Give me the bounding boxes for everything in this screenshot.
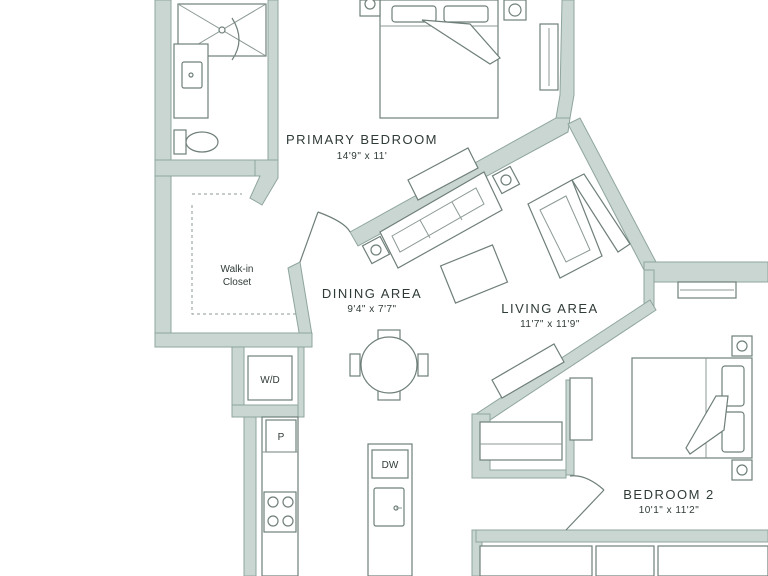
- cabinet-2: [595, 545, 655, 576]
- closet2-rod: [479, 421, 563, 461]
- wall-bed2-top: [643, 261, 768, 283]
- closet-door[interactable]: [299, 211, 351, 263]
- washer-dryer-label: W/D: [260, 375, 279, 386]
- burner-icon: [282, 496, 294, 508]
- bedroom-2: BEDROOM 2 10'1" x 11'2": [565, 281, 753, 531]
- bed-fold: [421, 19, 501, 65]
- wall-primary-right: [555, 0, 575, 119]
- living-area: LIVING AREA 11'7" x 11'9": [361, 147, 631, 330]
- bedroom-2-dims: 10'1" x 11'2": [639, 505, 700, 516]
- dining-area-dims: 9'4" x 7'7": [347, 304, 396, 315]
- bedroom-2-name: BEDROOM 2: [623, 487, 715, 502]
- wall-bath-bottom: [154, 159, 256, 177]
- living-area-name: LIVING AREA: [501, 301, 598, 316]
- lamp-icon: [736, 340, 748, 352]
- shower-drain-icon: [218, 26, 226, 34]
- lamp-icon: [508, 3, 522, 17]
- wall-bath-right: [267, 0, 279, 179]
- primary-bedroom-name: PRIMARY BEDROOM: [286, 132, 438, 147]
- closet-2: [479, 343, 565, 461]
- walls: [154, 0, 768, 576]
- pillow-right: [443, 5, 489, 23]
- bedroom2-door[interactable]: [565, 489, 605, 531]
- island-sink-icon: [373, 487, 405, 527]
- dining-chair-right: [417, 353, 429, 377]
- cabinet-1: [479, 545, 593, 576]
- dining-area: DINING AREA 9'4" x 7'7": [322, 286, 429, 401]
- pantry-box: [265, 419, 297, 453]
- laundry: W/D: [247, 355, 293, 401]
- toilet-icon: [185, 131, 219, 153]
- bed2-fold: [685, 395, 729, 455]
- closet-label-line1: Walk-in: [221, 264, 254, 275]
- lamp-icon: [370, 244, 382, 256]
- shelf-angled: [491, 343, 565, 399]
- wall-closet2: [471, 413, 567, 479]
- pantry-label: P: [278, 432, 285, 443]
- burner-icon: [282, 515, 294, 527]
- lamp-icon: [364, 0, 376, 10]
- lamp-icon: [736, 464, 748, 476]
- bedroom2-dresser: [569, 377, 593, 441]
- wall-bath-corner: [249, 159, 279, 206]
- kitchen: P DW: [261, 416, 413, 576]
- wall-closet-angled: [287, 261, 313, 339]
- bathroom: [173, 3, 267, 155]
- wall-wd-bottom: [231, 404, 303, 418]
- burner-icon: [267, 496, 279, 508]
- wall-kitchen-left: [243, 416, 257, 576]
- sofa: [379, 171, 503, 269]
- living-area-dims: 11'7" x 11'9": [520, 319, 580, 330]
- dining-area-name: DINING AREA: [322, 286, 422, 301]
- dishwasher-label: DW: [382, 460, 399, 471]
- tv-console: [407, 147, 479, 201]
- primary-bedroom-dims: 14'9" x 11': [337, 151, 388, 162]
- dishwasher-box: [371, 449, 409, 479]
- primary-bedroom: PRIMARY BEDROOM 14'9" x 11': [286, 0, 559, 162]
- toilet-tank: [173, 129, 187, 155]
- pillow-left: [391, 5, 437, 23]
- media-unit: [571, 173, 631, 253]
- dining-chair-left: [349, 353, 361, 377]
- cabinet-3: [657, 545, 768, 576]
- wall-closet-bottom: [154, 332, 313, 348]
- walk-in-closet: Walk-in Closet: [191, 193, 296, 315]
- bottom-cabinets: [479, 545, 768, 576]
- wall-bottom-right: [475, 529, 768, 543]
- closet-label-line2: Closet: [223, 277, 252, 288]
- coffee-table: [439, 244, 509, 304]
- washer-dryer-box: [247, 355, 293, 401]
- wall-wd-right: [297, 346, 305, 418]
- lamp-icon: [500, 174, 512, 186]
- burner-icon: [267, 515, 279, 527]
- dining-table: [360, 336, 418, 394]
